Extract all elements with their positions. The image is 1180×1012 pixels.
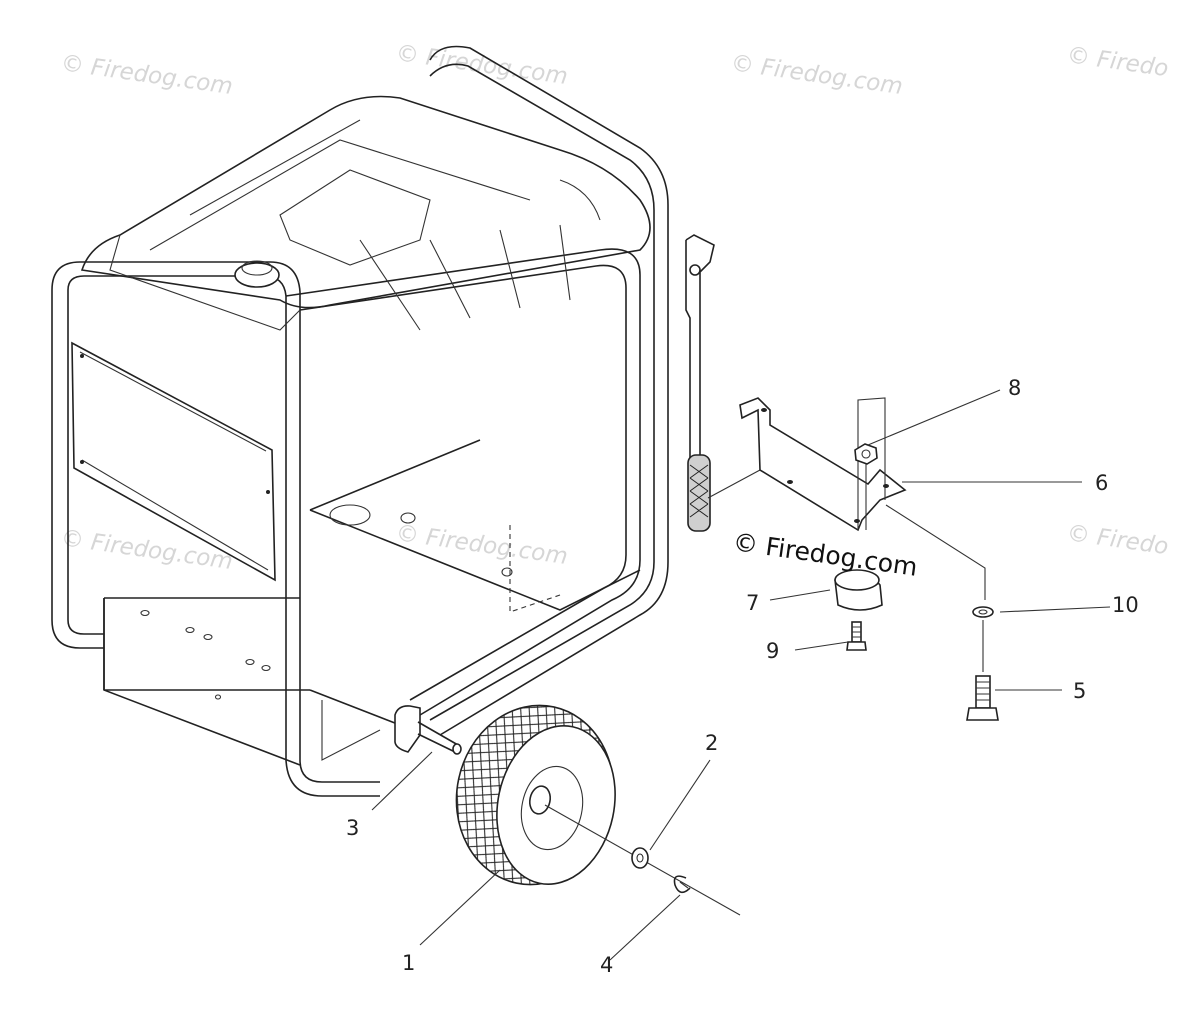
handle-assembly [685,234,761,532]
callout-numbers: 1 2 3 4 5 6 7 8 9 10 [346,376,1139,977]
large-bolt [966,675,999,721]
callout-4: 4 [600,953,613,977]
leader-lines [371,389,1111,961]
flat-washer [631,847,649,869]
retaining-clip [673,875,691,894]
callout-3: 3 [346,816,359,840]
callout-5: 5 [1073,679,1086,703]
small-bolt [846,621,867,651]
vibration-mount [834,569,883,611]
watermark-faint: © Firedo [1065,520,1170,560]
watermark-faint: © Firedog.com [394,40,569,90]
mounting-bracket [739,397,986,600]
callout-1: 1 [402,951,415,975]
generator-frame [51,45,669,797]
callout-9: 9 [766,639,779,663]
callout-8: 8 [1008,376,1021,400]
watermark-faint: © Firedog.com [729,50,904,100]
flange-nut [854,443,878,530]
lock-washer [972,606,994,672]
control-panel [71,341,276,582]
callout-6: 6 [1095,471,1108,495]
watermark-faint: © Firedog.com [394,520,569,570]
watermark-faint: © Firedo [1065,42,1170,82]
callout-2: 2 [705,731,718,755]
fuel-tank [80,95,651,331]
callout-10: 10 [1112,593,1139,617]
watermark-faint: © Firedog.com [59,50,234,100]
watermark-main: © Firedog.com [731,527,919,582]
axle-assembly [394,705,462,755]
callout-7: 7 [746,591,759,615]
wheel-tire [455,704,741,916]
